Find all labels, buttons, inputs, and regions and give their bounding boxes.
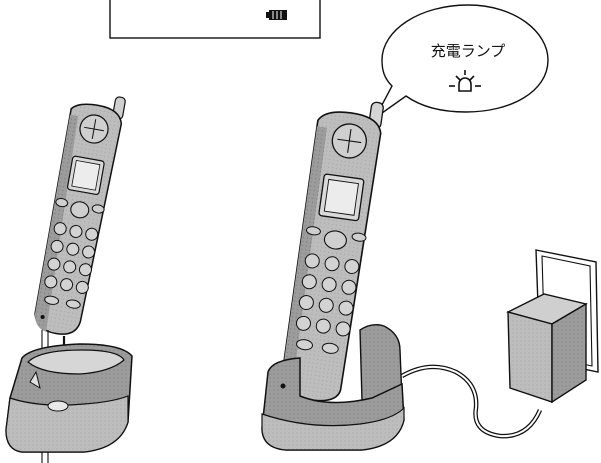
- left-charger: [5, 343, 133, 453]
- charge-lamp-callout: [374, 4, 549, 119]
- left-handset: [34, 96, 126, 335]
- lamp-glow-icon: [449, 70, 481, 92]
- battery-full-icon: [266, 10, 287, 20]
- charge-lamp-label: 充電ランプ: [430, 42, 506, 60]
- display-box: [109, 0, 321, 39]
- ac-adapter: [506, 293, 588, 404]
- right-handset: [280, 101, 384, 402]
- right-charger: [261, 323, 405, 451]
